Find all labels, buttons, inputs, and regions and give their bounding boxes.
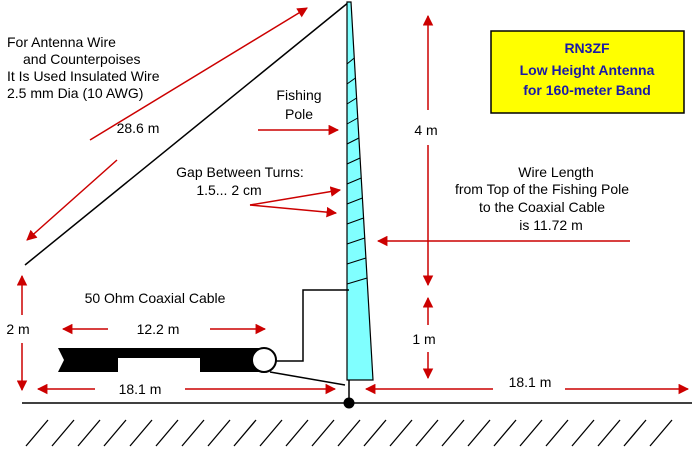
hatch-mark	[389, 419, 413, 447]
sloping-antenna-wire	[24, 1, 350, 266]
coax-cable	[58, 347, 277, 373]
hatch-mark	[415, 419, 439, 447]
fishing-pole-label-2: Pole	[285, 106, 313, 122]
wire-note-line-2: and Counterpoises	[23, 51, 141, 67]
hatch-mark	[259, 419, 283, 447]
coil-turn	[346, 137, 360, 145]
hatch-mark	[129, 419, 153, 447]
title-line-3: for 160-meter Band	[523, 82, 651, 98]
title-box-background	[490, 30, 685, 114]
wire-note: For Antenna Wire and Counterpoises It Is…	[7, 34, 160, 101]
coax-label: 50 Ohm Coaxial Cable	[85, 290, 226, 306]
coax-cable-roll	[251, 347, 277, 373]
hatch-mark	[441, 419, 465, 447]
hatch-mark	[103, 419, 127, 447]
hatch-mark	[337, 419, 361, 447]
hatch-mark	[207, 419, 231, 447]
coil-turn	[346, 177, 362, 185]
wire-note-line-1: For Antenna Wire	[7, 34, 116, 50]
coil-turn	[346, 257, 367, 265]
coil-turn	[346, 117, 358, 125]
hatch-mark	[233, 419, 257, 447]
fishing-pole-label-1: Fishing	[276, 87, 321, 103]
hatch-mark	[467, 419, 491, 447]
arrow-wire-down	[26, 159, 118, 241]
dim-base-height: 1 m	[412, 331, 435, 347]
title-box: RN3ZF Low Height Antenna for 160-meter B…	[490, 30, 685, 114]
dim-right-radial: 18.1 m	[509, 374, 552, 390]
coil-turn	[346, 197, 363, 205]
coil-turn	[346, 217, 364, 225]
hatch-mark	[51, 419, 75, 447]
ground-hatching	[25, 419, 673, 447]
hatch-mark	[623, 419, 647, 447]
coil-turn	[346, 237, 365, 245]
hatch-mark	[493, 419, 517, 447]
hatch-mark	[519, 419, 543, 447]
gap-note-line-2: 1.5... 2 cm	[196, 182, 261, 198]
hatch-mark	[597, 419, 621, 447]
wire-length-note: Wire Length from Top of the Fishing Pole…	[455, 164, 629, 233]
wire-length-line-1: Wire Length	[518, 164, 593, 180]
coil-turns	[346, 57, 368, 285]
wire-length-line-3: to the Coaxial Cable	[479, 199, 605, 215]
ground	[22, 402, 692, 447]
dim-counterpoise-height: 2 m	[6, 321, 29, 337]
hatch-mark	[311, 419, 335, 447]
coil-turn	[346, 97, 357, 105]
hatch-mark	[363, 419, 387, 447]
coax-cable-body	[58, 348, 260, 372]
title-line-2: Low Height Antenna	[520, 62, 655, 78]
wire-length-line-4: is 11.72 m	[519, 217, 583, 233]
hatch-mark	[285, 419, 309, 447]
dim-left-radial: 18.1 m	[119, 381, 162, 397]
dim-coil-height: 4 m	[414, 122, 437, 138]
coil-turn	[346, 57, 355, 65]
hatch-mark	[77, 419, 101, 447]
hatch-mark	[25, 419, 49, 447]
arrow-gap-upper	[249, 186, 342, 206]
arrow-wire-up	[89, 7, 308, 141]
arrow-gap-lower	[249, 204, 338, 218]
wire-length-line-2: from Top of the Fishing Pole	[455, 181, 629, 197]
coil-turn	[346, 277, 368, 285]
hatch-mark	[181, 419, 205, 447]
coil-turn	[346, 157, 361, 165]
hatch-mark	[649, 419, 673, 447]
gap-note-line-1: Gap Between Turns:	[176, 164, 304, 180]
coil-turn	[346, 77, 356, 85]
coax-shield-wire	[269, 371, 346, 386]
title-line-1: RN3ZF	[564, 40, 610, 56]
hatch-mark	[545, 419, 569, 447]
ground-connection-point	[343, 397, 355, 409]
hatch-mark	[571, 419, 595, 447]
dim-coax-length: 12.2 m	[137, 321, 180, 337]
feed-wire	[272, 289, 349, 362]
hatch-mark	[155, 419, 179, 447]
wire-note-line-3: It Is Used Insulated Wire	[7, 68, 160, 84]
dimension-arrows	[16, 7, 690, 395]
fishing-pole	[346, 1, 374, 381]
wire-note-line-4: 2.5 mm Dia (10 AWG)	[7, 85, 143, 101]
dim-sloping-wire: 28.6 m	[117, 120, 160, 136]
